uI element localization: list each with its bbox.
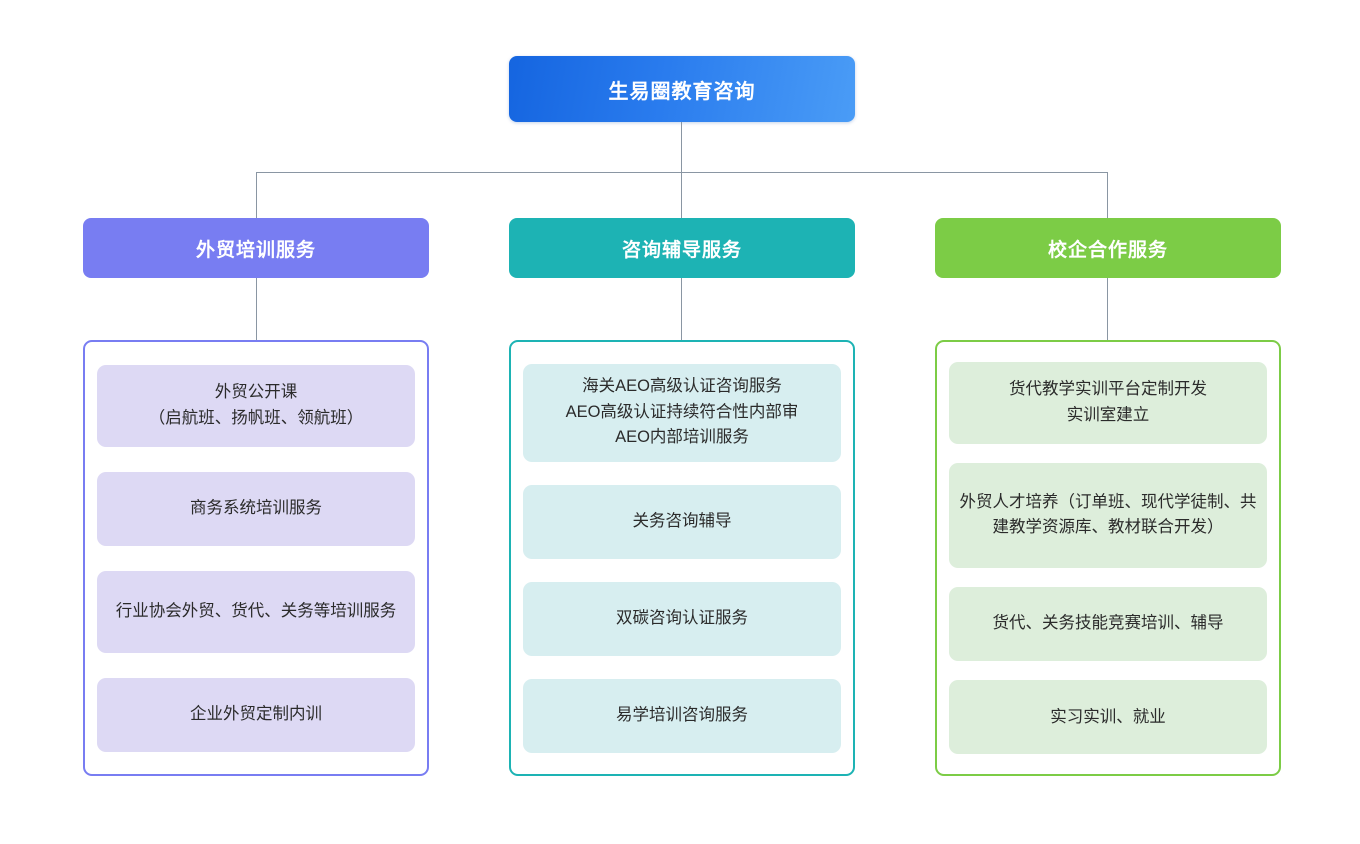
connector-branch-2-to-container — [1107, 278, 1108, 340]
connector-branch-1-to-container — [681, 278, 682, 340]
connector-branch-1-drop — [681, 172, 682, 218]
branch-container-foreign-trade-training: 外贸公开课 （启航班、扬帆班、领航班） 商务系统培训服务 行业协会外贸、货代、关… — [83, 340, 429, 776]
root-node[interactable]: 生易圈教育咨询 — [509, 56, 855, 122]
branch-container-consulting-tutoring: 海关AEO高级认证咨询服务 AEO高级认证持续符合性内部审 AEO内部培训服务 … — [509, 340, 855, 776]
connector-branch-0-to-container — [256, 278, 257, 340]
branch-container-school-enterprise-cooperation: 货代教学实训平台定制开发 实训室建立 外贸人才培养（订单班、现代学徒制、共建教学… — [935, 340, 1281, 776]
branch-header-foreign-trade-training[interactable]: 外贸培训服务 — [83, 218, 429, 278]
branch-1-card-1[interactable]: 关务咨询辅导 — [523, 484, 841, 559]
branch-2-card-3[interactable]: 实习实训、就业 — [949, 680, 1267, 755]
branch-1-card-3[interactable]: 易学培训咨询服务 — [523, 678, 841, 753]
branch-header-school-enterprise-cooperation[interactable]: 校企合作服务 — [935, 218, 1281, 278]
connector-branch-0-drop — [256, 172, 257, 218]
branch-1-card-0[interactable]: 海关AEO高级认证咨询服务 AEO高级认证持续符合性内部审 AEO内部培训服务 — [523, 363, 841, 462]
connector-branch-2-drop — [1107, 172, 1108, 218]
branch-2-card-1[interactable]: 外贸人才培养（订单班、现代学徒制、共建教学资源库、教材联合开发） — [949, 462, 1267, 568]
branch-header-consulting-tutoring[interactable]: 咨询辅导服务 — [509, 218, 855, 278]
branch-0-card-3[interactable]: 企业外贸定制内训 — [97, 677, 415, 752]
connector-root-stem — [681, 122, 682, 172]
connector-horizontal-bus — [256, 172, 1108, 173]
branch-0-card-2[interactable]: 行业协会外贸、货代、关务等培训服务 — [97, 570, 415, 653]
branch-2-card-0[interactable]: 货代教学实训平台定制开发 实训室建立 — [949, 361, 1267, 444]
branch-0-card-1[interactable]: 商务系统培训服务 — [97, 471, 415, 546]
branch-1-card-2[interactable]: 双碳咨询认证服务 — [523, 581, 841, 656]
branch-2-card-2[interactable]: 货代、关务技能竞赛培训、辅导 — [949, 587, 1267, 662]
branch-0-card-0[interactable]: 外贸公开课 （启航班、扬帆班、领航班） — [97, 364, 415, 447]
